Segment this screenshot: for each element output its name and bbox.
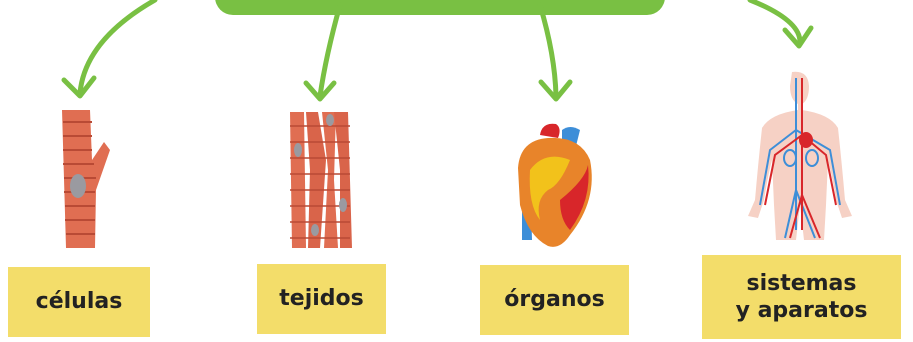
muscle-tissue-icon bbox=[290, 112, 352, 248]
label-cells: células bbox=[8, 267, 150, 337]
circulatory-system-icon bbox=[748, 71, 852, 241]
muscle-cell-icon bbox=[62, 110, 110, 248]
arrowhead-systems bbox=[782, 25, 814, 49]
nucleus bbox=[70, 174, 86, 198]
arrowhead-tissues bbox=[303, 80, 337, 102]
arrow-to-cells bbox=[77, 0, 158, 96]
arrow-to-tissues bbox=[317, 2, 343, 99]
label-tissues-text: tejidos bbox=[279, 286, 364, 312]
arrow-to-systems bbox=[747, 0, 803, 45]
label-organs: órganos bbox=[480, 265, 629, 335]
top-concept-box bbox=[215, 0, 665, 15]
label-organs-text: órganos bbox=[504, 287, 605, 313]
label-systems-line1: sistemas bbox=[746, 270, 857, 296]
label-systems: sistemas y aparatos bbox=[702, 255, 901, 339]
arrows bbox=[61, 0, 814, 102]
arrowhead-cells bbox=[61, 75, 97, 99]
arrow-to-organs bbox=[537, 2, 559, 99]
heart-icon bbox=[518, 123, 592, 247]
label-cells-text: células bbox=[35, 289, 123, 315]
label-systems-line2: y aparatos bbox=[735, 298, 868, 323]
label-tissues: tejidos bbox=[257, 264, 386, 334]
arrowhead-organs bbox=[538, 79, 573, 102]
